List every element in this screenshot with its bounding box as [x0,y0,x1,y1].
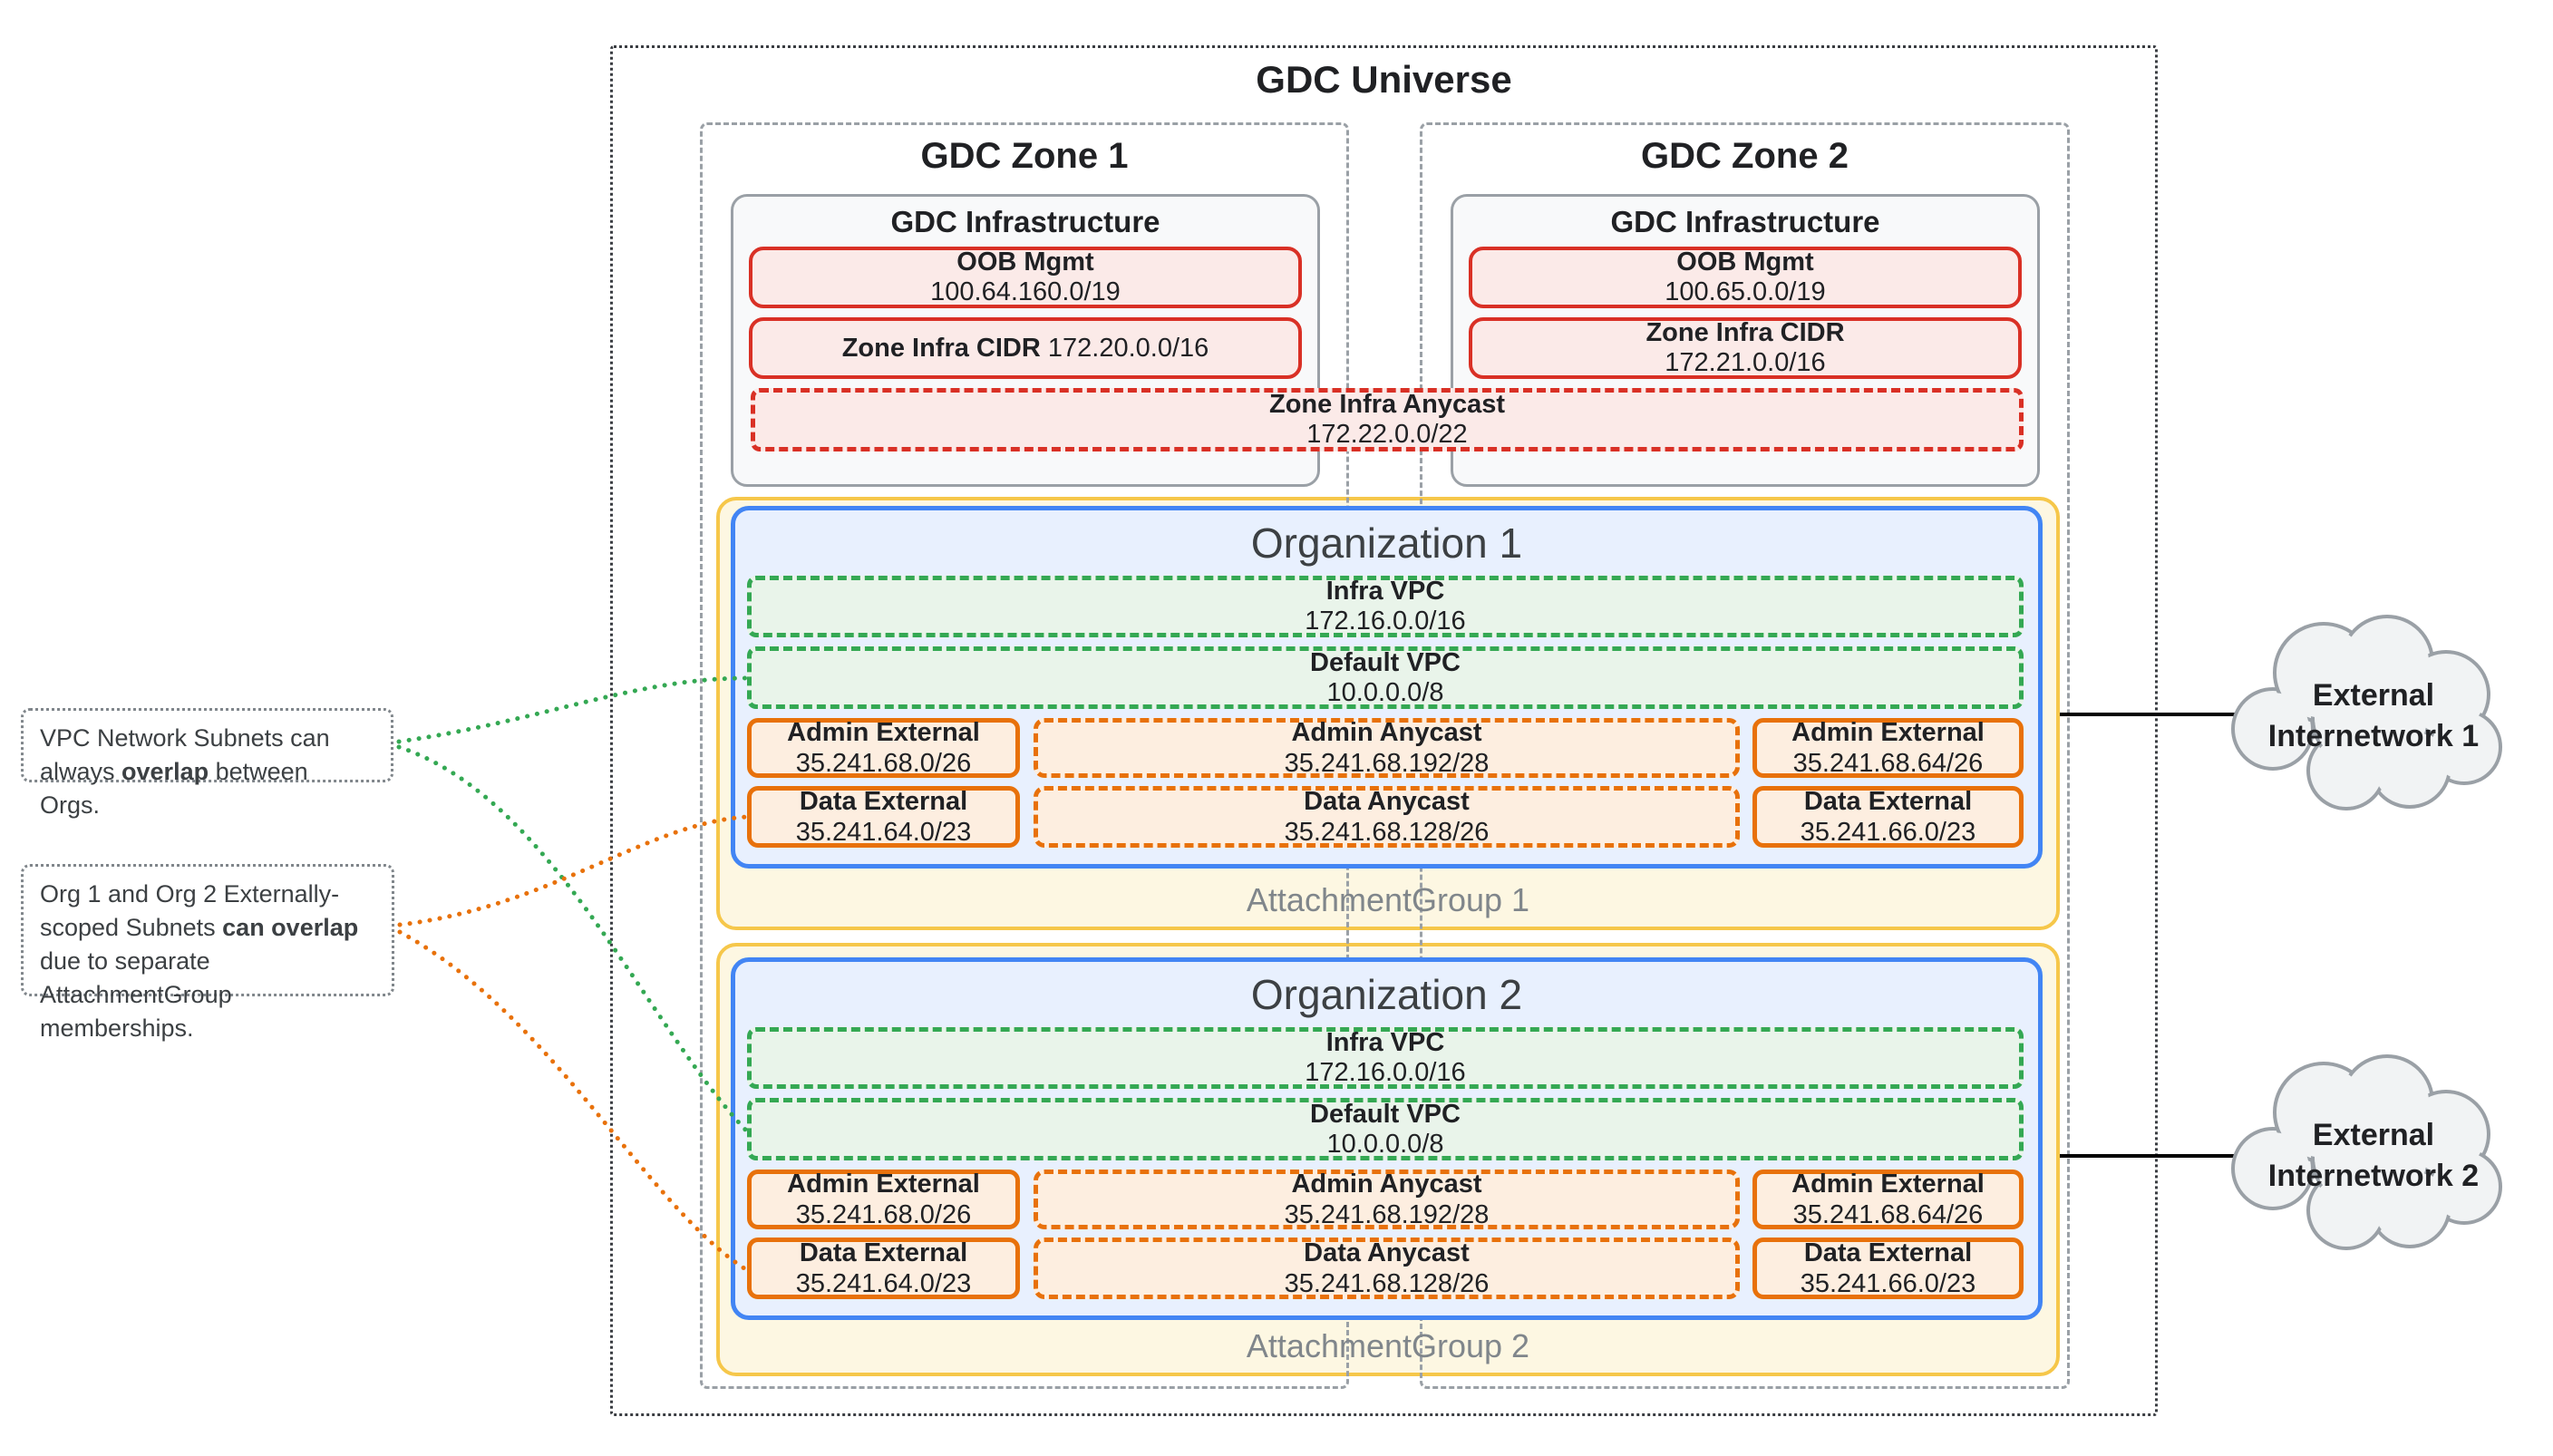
organization-2-title: Organization 2 [1250,971,1523,1018]
attachment-group-1-label: AttachmentGroup 1 [1246,881,1530,918]
external-internetwork-2-label: External Internetwork 2 [2267,1118,2480,1193]
org1-data-external-left-box: Data External 35.241.64.0/23 [747,786,1020,848]
gdc-zone-2-title: GDC Zone 2 [1641,136,1849,176]
zone1-oob-label: OOB Mgmt [956,248,1094,277]
zone1-infra-cidr-line: Zone Infra CIDR 172.20.0.0/16 [841,333,1209,363]
gdc-universe-title: GDC Universe [1256,58,1512,101]
org2-infra-vpc-cidr: 172.16.0.0/16 [1305,1058,1466,1087]
org2-data-external-left-box: Data External 35.241.64.0/23 [747,1238,1020,1299]
organization-2-group: Organization 2 Infra VPC 172.16.0.0/16 D… [731,957,2043,1320]
org1-infra-vpc-label: Infra VPC [1325,577,1445,606]
zone1-infra-cidr-box: Zone Infra CIDR 172.20.0.0/16 [749,317,1302,379]
org1-data-anycast-box: Data Anycast 35.241.68.128/26 [1034,786,1740,848]
org2-admin-anycast-box: Admin Anycast 35.241.68.192/28 [1034,1170,1740,1229]
zone-infra-anycast-label: Zone Infra Anycast [1269,390,1505,419]
org2-infra-vpc-box: Infra VPC 172.16.0.0/16 [747,1027,2024,1089]
zone2-oob-mgmt-box: OOB Mgmt 100.65.0.0/19 [1469,247,2022,308]
zone2-infrastructure-title: GDC Infrastructure [1610,205,1880,238]
org2-default-vpc-label: Default VPC [1310,1099,1461,1129]
organization-1-title: Organization 1 [1250,519,1523,567]
external-internetwork-1-label: External Internetwork 1 [2267,678,2480,753]
org2-admin-external-right-box: Admin External 35.241.68.64/26 [1752,1170,2024,1229]
zone1-oob-mgmt-box: OOB Mgmt 100.64.160.0/19 [749,247,1302,308]
external-internetwork-2-cloud: External Internetwork 2 [2226,1049,2507,1263]
org1-admin-external-right-box: Admin External 35.241.68.64/26 [1752,718,2024,778]
org2-default-vpc-cidr: 10.0.0.0/8 [1326,1129,1444,1159]
zone2-infra-cidr-value: 172.21.0.0/16 [1665,348,1826,377]
org1-default-vpc-cidr: 10.0.0.0/8 [1326,677,1444,707]
org1-default-vpc-box: Default VPC 10.0.0.0/8 [747,646,2024,709]
org2-default-vpc-box: Default VPC 10.0.0.0/8 [747,1098,2024,1160]
org1-data-external-right-box: Data External 35.241.66.0/23 [1752,786,2024,848]
gdc-zone-1-title: GDC Zone 1 [920,136,1129,176]
cloud-icon [2231,615,2502,811]
zone2-oob-label: OOB Mgmt [1676,248,1814,277]
cloud-icon [2231,1054,2502,1250]
org2-data-anycast-box: Data Anycast 35.241.68.128/26 [1034,1238,1740,1299]
org1-infra-vpc-cidr: 172.16.0.0/16 [1305,607,1466,636]
org1-infra-vpc-box: Infra VPC 172.16.0.0/16 [747,576,2024,637]
zone1-infrastructure-title: GDC Infrastructure [890,205,1160,238]
org1-admin-external-left-box: Admin External 35.241.68.0/26 [747,718,1020,778]
annotation-vpc-overlap: VPC Network Subnets can always overlap b… [21,708,393,819]
zone2-infra-cidr-label: Zone Infra CIDR [1645,318,1845,347]
annotation-attachment-group-overlap: Org 1 and Org 2 Externally-scoped Subnet… [21,864,394,1042]
external-internetwork-1-cloud: External Internetwork 1 [2226,609,2507,823]
attachment-group-2-label: AttachmentGroup 2 [1246,1327,1530,1364]
organization-1-group: Organization 1 Infra VPC 172.16.0.0/16 D… [731,506,2043,869]
org2-data-external-right-box: Data External 35.241.66.0/23 [1752,1238,2024,1299]
org2-infra-vpc-label: Infra VPC [1325,1028,1445,1057]
org1-default-vpc-label: Default VPC [1310,647,1461,677]
org1-admin-anycast-box: Admin Anycast 35.241.68.192/28 [1034,718,1740,778]
zone2-infra-cidr-box: Zone Infra CIDR 172.21.0.0/16 [1469,317,2022,379]
zone-infra-anycast-cidr: 172.22.0.0/22 [1306,420,1468,449]
zone1-oob-cidr: 100.64.160.0/19 [930,277,1121,306]
org2-admin-external-left-box: Admin External 35.241.68.0/26 [747,1170,1020,1229]
zone-infra-anycast-box: Zone Infra Anycast 172.22.0.0/22 [751,388,2024,451]
zone2-oob-cidr: 100.65.0.0/19 [1665,277,1826,306]
